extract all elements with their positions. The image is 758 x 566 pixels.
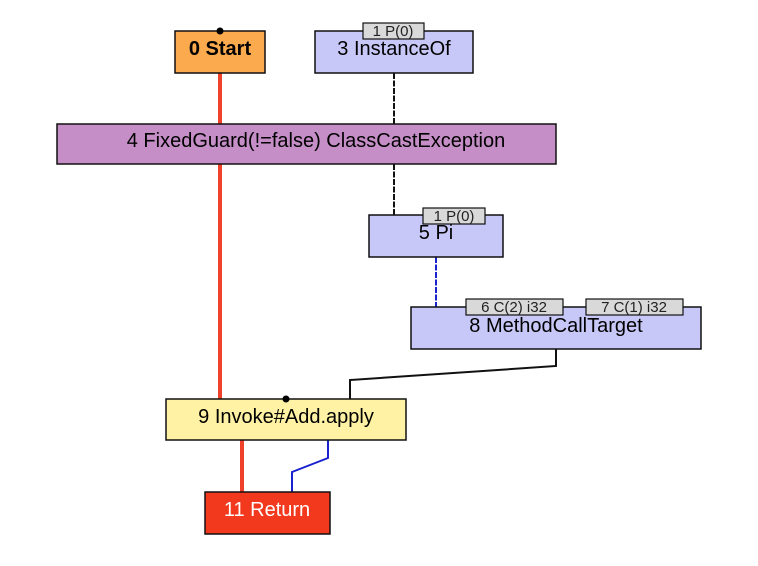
node-return-label: 11 Return [224, 499, 310, 521]
node-methodcalltarget-label: 8 MethodCallTarget [469, 315, 643, 337]
edge-invoke-to-return-data [291, 440, 329, 492]
node-start[interactable]: 0 Start [174, 27, 266, 74]
svg-text:7 C(1) i32: 7 C(1) i32 [601, 299, 667, 316]
node-pi-label: 5 Pi [419, 222, 453, 244]
input-badge: 1 P(0) [362, 22, 425, 40]
node-fixedguard[interactable]: 4 FixedGuard(!=false) ClassCastException [56, 123, 557, 165]
node-fixedguard-label: 4 FixedGuard(!=false) ClassCastException [127, 130, 506, 152]
node-instanceof[interactable]: 3 InstanceOf 1 P(0) [314, 22, 474, 74]
node-start-label: 0 Start [189, 38, 252, 60]
node-instanceof-label: 3 InstanceOf [337, 38, 451, 60]
input-badge: 6 C(2) i32 [465, 298, 564, 316]
node-pi[interactable]: 5 Pi 1 P(0) [368, 207, 504, 258]
svg-text:1 P(0): 1 P(0) [373, 23, 414, 40]
node-invoke-label: 9 Invoke#Add.apply [198, 406, 374, 428]
control-edges [218, 73, 244, 492]
input-badge: 1 P(0) [422, 207, 486, 225]
data-edges [291, 73, 557, 492]
edge-mct-to-invoke [349, 349, 557, 399]
input-badge: 7 C(1) i32 [585, 298, 684, 316]
svg-text:1 P(0): 1 P(0) [434, 208, 475, 225]
invoke-input-dot [282, 395, 290, 403]
start-input-dot [216, 27, 224, 35]
node-invoke[interactable]: 9 Invoke#Add.apply [165, 395, 407, 441]
svg-text:6 C(2) i32: 6 C(2) i32 [481, 299, 547, 316]
node-methodcalltarget[interactable]: 8 MethodCallTarget 6 C(2) i32 7 C(1) i32 [410, 298, 702, 350]
node-return[interactable]: 11 Return [204, 491, 331, 535]
